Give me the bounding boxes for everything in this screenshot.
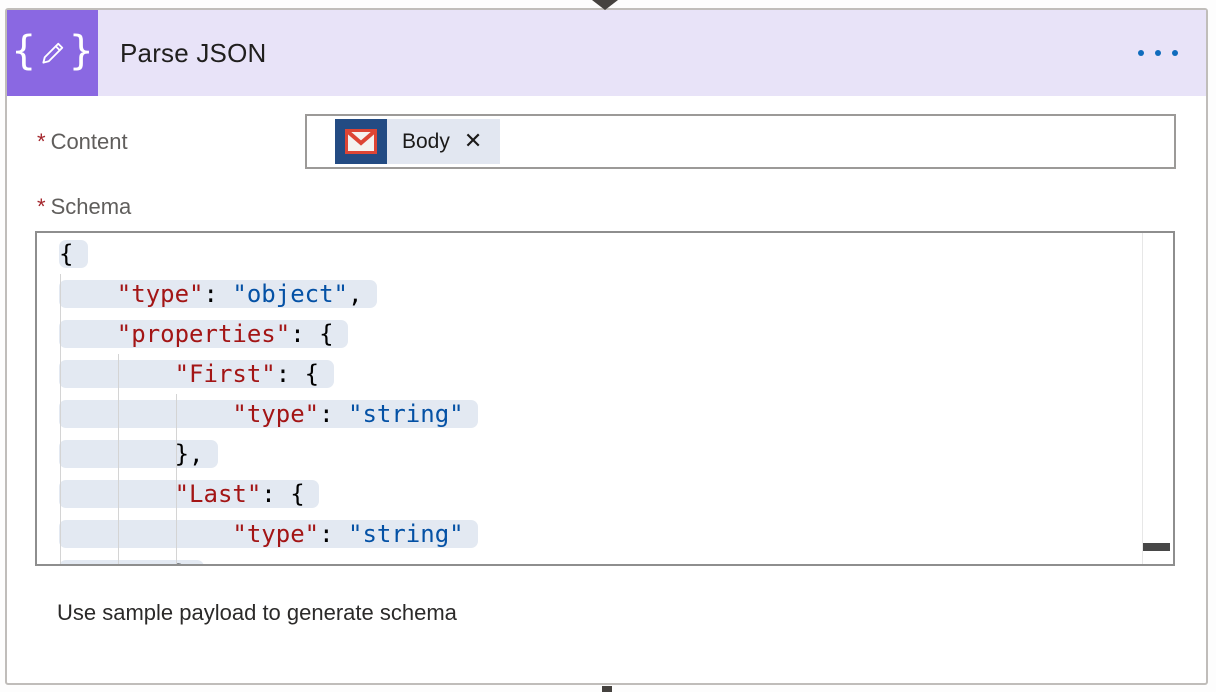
code-line: "Last": { xyxy=(59,474,1141,514)
indent-guide xyxy=(60,274,61,564)
scrollbar-marker[interactable] xyxy=(1143,543,1170,551)
menu-dot xyxy=(1172,50,1178,56)
code-line: } xyxy=(59,554,1141,564)
code-line: "properties": { xyxy=(59,314,1141,354)
overview-ruler xyxy=(1142,233,1143,564)
content-field-row: *Content Body ✕ xyxy=(37,114,1176,169)
body-token[interactable]: Body ✕ xyxy=(335,119,501,164)
flow-connector-arrow-icon xyxy=(592,0,618,10)
token-label: Body xyxy=(402,129,450,153)
code-line: "type": "string" xyxy=(59,394,1141,434)
indent-guide xyxy=(176,394,177,564)
menu-dot xyxy=(1155,50,1161,56)
code-line: "type": "string" xyxy=(59,514,1141,554)
schema-code-content[interactable]: { "type": "object", "properties": { "Fir… xyxy=(37,234,1141,564)
content-input[interactable]: Body ✕ xyxy=(305,114,1176,169)
pencil-glyph xyxy=(41,42,63,64)
code-line: }, xyxy=(59,434,1141,474)
braces-pencil-icon: { } xyxy=(7,10,98,96)
indent-guide xyxy=(118,354,119,564)
schema-code-editor[interactable]: { "type": "object", "properties": { "Fir… xyxy=(35,231,1175,566)
schema-field-row: *Schema xyxy=(37,194,1176,220)
code-line: "type": "object", xyxy=(59,274,1141,314)
code-line: "First": { xyxy=(59,354,1141,394)
parse-json-action-card: { } Parse JSON *Content xyxy=(5,8,1208,685)
menu-dot xyxy=(1138,50,1144,56)
content-label: *Content xyxy=(37,128,128,154)
schema-label: *Schema xyxy=(37,194,132,219)
gmail-icon xyxy=(335,119,387,164)
action-title: Parse JSON xyxy=(120,37,267,68)
use-sample-payload-link[interactable]: Use sample payload to generate schema xyxy=(57,600,457,625)
required-asterisk: * xyxy=(37,128,46,154)
token-remove-button[interactable]: ✕ xyxy=(463,128,483,154)
required-asterisk: * xyxy=(37,194,46,219)
ellipsis-menu-button[interactable] xyxy=(1132,40,1184,66)
code-line: { xyxy=(59,234,1141,274)
action-header[interactable]: { } Parse JSON xyxy=(7,10,1206,96)
flow-connector-stub xyxy=(602,686,612,692)
